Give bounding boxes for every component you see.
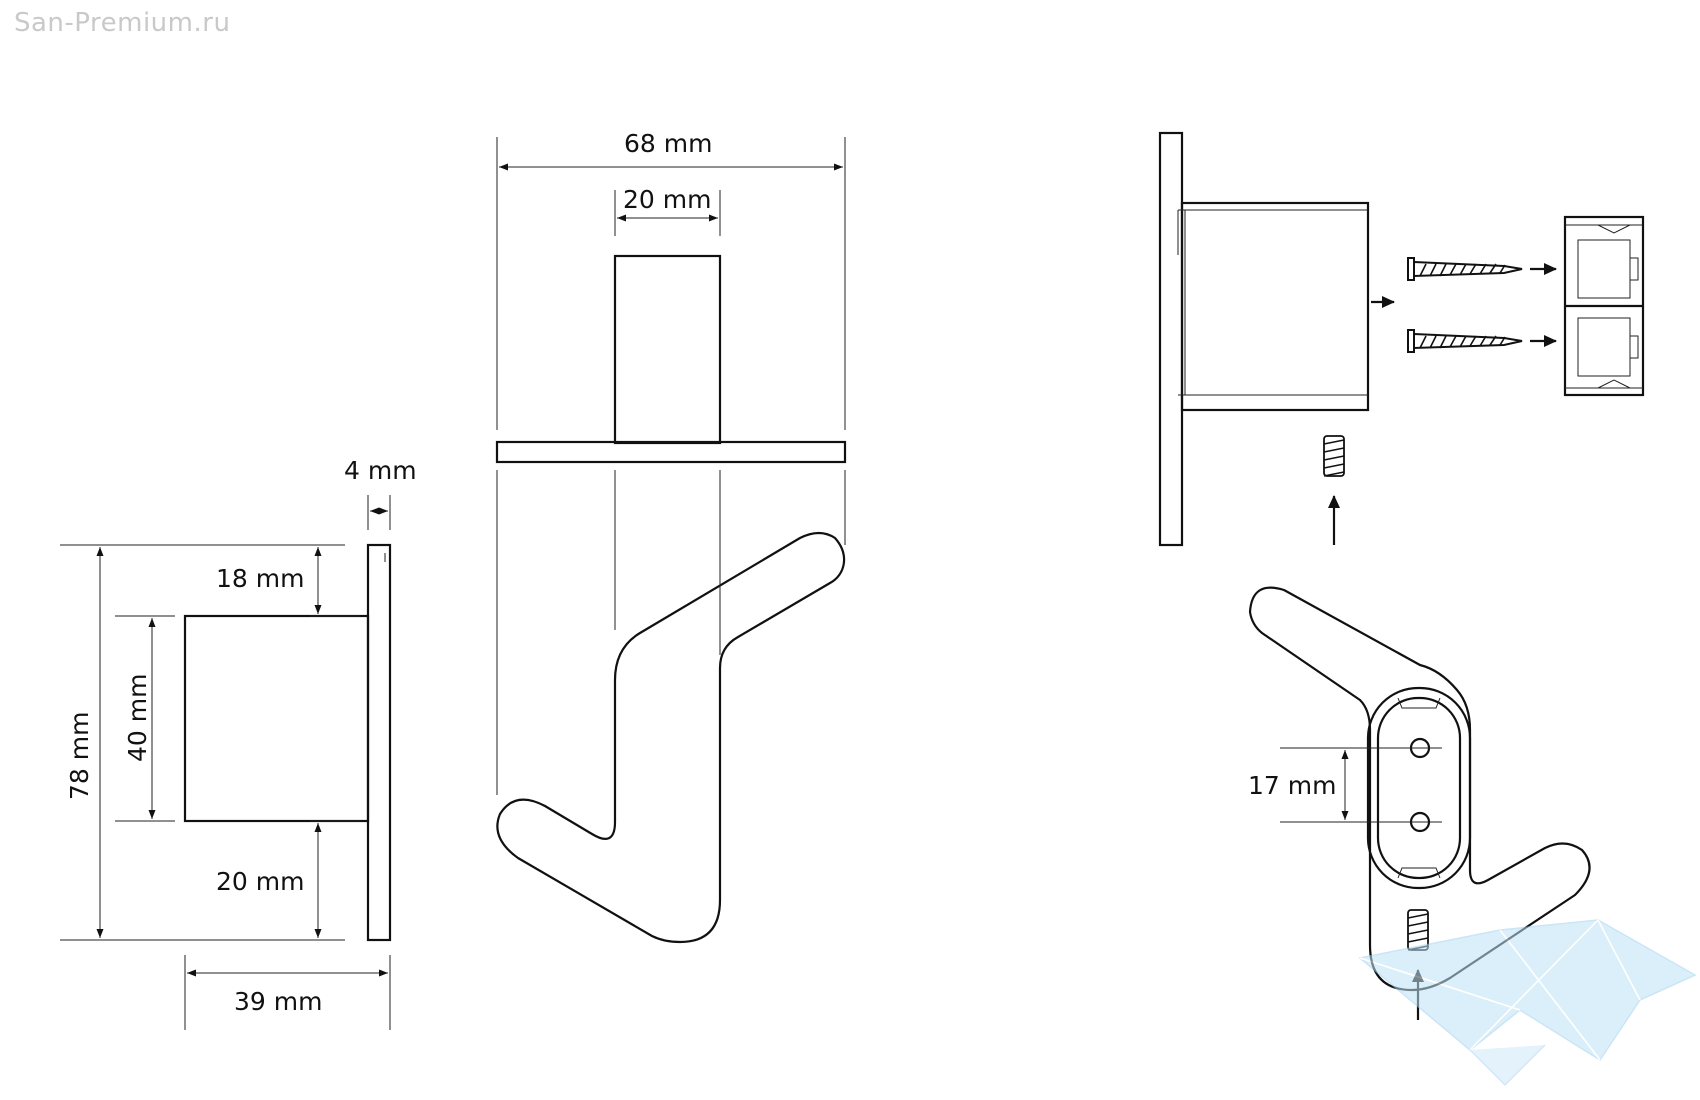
screw-icon (1407, 257, 1523, 281)
dim-20mm-front: 20 mm (623, 185, 711, 214)
dim-39mm: 39 mm (234, 987, 322, 1016)
back-mount-slot-outer (1366, 686, 1472, 890)
dim-78mm: 78 mm (65, 712, 94, 800)
set-screw-icon (1407, 909, 1429, 951)
watermark-text: San-Premium.ru (14, 8, 231, 38)
dim-40mm: 40 mm (123, 674, 152, 762)
mounting-block (183, 614, 370, 823)
wall-plug-icon (1563, 215, 1645, 397)
back-mount-slot-inner (1376, 696, 1462, 880)
screw-icon (1407, 329, 1523, 353)
dim-18mm: 18 mm (216, 564, 304, 593)
exploded-block (1180, 201, 1370, 412)
post (613, 254, 722, 445)
side-view (183, 543, 392, 942)
front-view-dimensions: 68 mm 20 mm (496, 129, 846, 795)
set-screw-icon (1323, 435, 1345, 477)
front-view (495, 254, 847, 944)
dim-68mm: 68 mm (624, 129, 712, 158)
exploded-wall-plate (1158, 131, 1184, 547)
exploded-side-view (1158, 131, 1645, 547)
wall-plate (366, 543, 392, 942)
base-plate (495, 440, 847, 464)
hook-arm (496, 531, 846, 944)
dim-17mm: 17 mm (1248, 771, 1336, 800)
side-view-dimensions: 78 mm 40 mm 18 mm 20 mm 4 mm 39 mm (60, 456, 417, 1030)
logo-icon (1358, 919, 1697, 1086)
dim-4mm: 4 mm (344, 456, 417, 485)
dim-20mm-side: 20 mm (216, 867, 304, 896)
